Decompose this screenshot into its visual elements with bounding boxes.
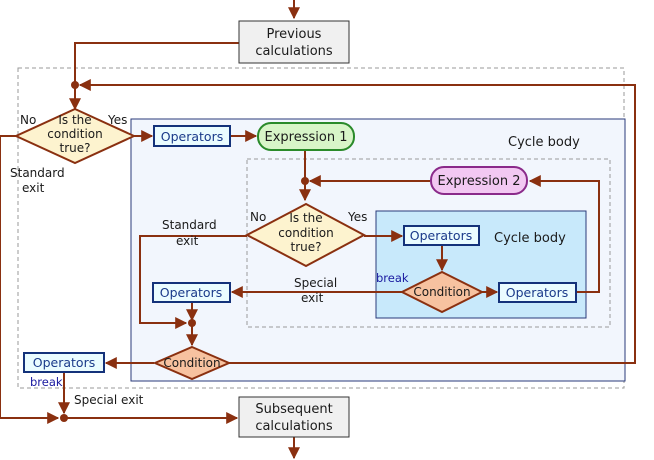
merge-junction-dot bbox=[188, 319, 196, 327]
svg-text:Subsequent: Subsequent bbox=[255, 402, 332, 417]
svg-text:Condition: Condition bbox=[413, 285, 470, 299]
svg-text:calculations: calculations bbox=[255, 419, 333, 434]
outer-decision: Is the condition true? bbox=[13, 107, 137, 165]
svg-text:Expression 2: Expression 2 bbox=[438, 174, 521, 189]
condition-block-bottom: Condition bbox=[152, 345, 232, 381]
svg-text:Operators: Operators bbox=[160, 285, 222, 300]
operators-block-outer: Operators bbox=[153, 125, 231, 147]
expression-1-block: Expression 1 bbox=[257, 122, 355, 151]
inner-decision: Is the condition true? bbox=[244, 202, 367, 268]
svg-text:Operators: Operators bbox=[161, 129, 223, 144]
svg-text:Expression 1: Expression 1 bbox=[265, 130, 348, 145]
svg-text:Condition: Condition bbox=[163, 356, 220, 370]
outer-standard-exit-label-1: Standard bbox=[10, 166, 65, 180]
condition-block-inner: Condition bbox=[399, 270, 485, 314]
operators-block-special-exit: Operators bbox=[152, 282, 231, 303]
inner-standard-exit-label-1: Standard bbox=[162, 218, 217, 232]
previous-calculations-block: Previous calculations bbox=[238, 20, 350, 64]
svg-text:Previous: Previous bbox=[267, 27, 322, 42]
svg-text:Is the: Is the bbox=[289, 211, 322, 225]
inner-junction-dot bbox=[301, 177, 309, 185]
expression-2-block: Expression 2 bbox=[430, 166, 528, 195]
outer-no-label: No bbox=[20, 113, 36, 127]
break-label-outer: break bbox=[30, 375, 63, 389]
svg-text:condition: condition bbox=[278, 226, 333, 240]
svg-text:Operators: Operators bbox=[410, 228, 472, 243]
outer-junction-dot bbox=[71, 81, 79, 89]
connectors bbox=[0, 0, 636, 460]
operators-block-inner-right: Operators bbox=[498, 282, 577, 303]
subsequent-calculations-block: Subsequent calculations bbox=[238, 396, 350, 438]
break-label-inner: break bbox=[376, 271, 409, 285]
svg-text:true?: true? bbox=[60, 141, 91, 155]
special-exit-line-label: Special exit bbox=[74, 393, 144, 407]
svg-text:calculations: calculations bbox=[255, 44, 333, 59]
cycle-body-label-inner: Cycle body bbox=[494, 231, 566, 246]
operators-block-inner-top: Operators bbox=[403, 225, 480, 246]
outer-standard-exit-label-2: exit bbox=[22, 181, 45, 195]
inner-yes-label: Yes bbox=[347, 210, 367, 224]
svg-text:Operators: Operators bbox=[33, 355, 95, 370]
special-exit-label-2: exit bbox=[301, 291, 324, 305]
cycle-body-label-outer: Cycle body bbox=[508, 135, 580, 150]
outer-yes-label: Yes bbox=[107, 113, 127, 127]
svg-text:condition: condition bbox=[47, 127, 102, 141]
inner-no-label: No bbox=[250, 210, 266, 224]
exit-junction-dot bbox=[60, 414, 68, 422]
inner-standard-exit-label-2: exit bbox=[176, 234, 199, 248]
svg-text:Is the: Is the bbox=[58, 113, 91, 127]
operators-block-left: Operators bbox=[23, 352, 105, 373]
special-exit-label-1: Special bbox=[294, 276, 337, 290]
svg-text:Operators: Operators bbox=[506, 285, 568, 300]
svg-text:true?: true? bbox=[291, 240, 322, 254]
